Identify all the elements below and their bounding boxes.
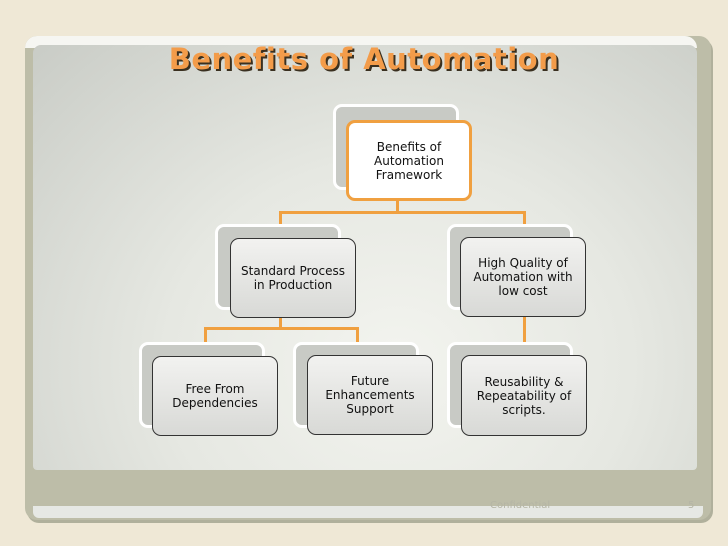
connector bbox=[279, 211, 282, 227]
node-future-enhancements: Future Enhancements Support bbox=[307, 355, 433, 435]
connector bbox=[204, 327, 207, 344]
node-free-dependencies: Free From Dependencies bbox=[152, 356, 278, 436]
node-root: Benefits of Automation Framework bbox=[346, 120, 472, 201]
node-high-quality: High Quality of Automation with low cost bbox=[460, 237, 586, 317]
footer-strip bbox=[33, 506, 703, 518]
page-number: 5 bbox=[688, 500, 695, 511]
footer-text: Confidential bbox=[490, 500, 551, 511]
connector bbox=[523, 317, 526, 344]
connector bbox=[279, 211, 526, 214]
connector bbox=[396, 200, 399, 213]
connector bbox=[204, 327, 359, 330]
node-reusability: Reusability & Repeatability of scripts. bbox=[461, 355, 587, 436]
node-standard-process: Standard Process in Production bbox=[230, 238, 356, 318]
connector bbox=[279, 318, 282, 329]
slide-title: Benefits of Automation bbox=[168, 42, 560, 76]
connector bbox=[523, 211, 526, 227]
connector bbox=[356, 327, 359, 344]
